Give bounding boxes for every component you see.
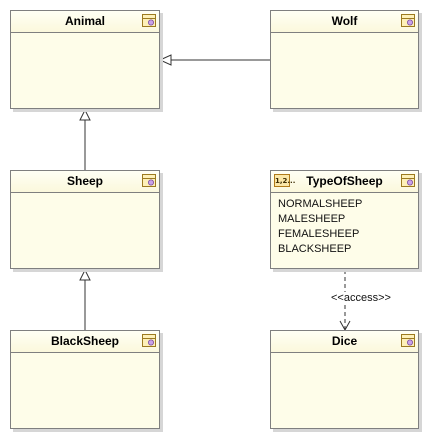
class-name: Wolf <box>331 14 358 28</box>
enumeration-name: TypeOfSheep <box>306 174 383 188</box>
class-icon <box>401 334 415 347</box>
class-icon <box>401 174 415 187</box>
class-name: Sheep <box>66 174 103 188</box>
generalization-arrowhead-animal <box>158 54 172 66</box>
enumeration-header: 1,2... TypeOfSheep <box>271 171 418 193</box>
enumeration-typeofsheep[interactable]: 1,2... TypeOfSheep NORMALSHEEP MALESHEEP… <box>270 170 419 269</box>
class-name: BlackSheep <box>50 334 120 348</box>
enum-literal: FEMALESHEEP <box>278 228 360 240</box>
class-blacksheep[interactable]: BlackSheep <box>10 330 160 429</box>
enumeration-literals: NORMALSHEEP MALESHEEP FEMALESHEEP BLACKS… <box>271 193 418 257</box>
class-dice-header: Dice <box>271 331 418 353</box>
class-wolf-header: Wolf <box>271 11 418 33</box>
enumeration-icon: 1,2... <box>274 174 295 187</box>
class-animal-header: Animal <box>11 11 159 33</box>
access-stereotype-label: <<access>> <box>330 292 392 304</box>
class-blacksheep-header: BlackSheep <box>11 331 159 353</box>
class-name: Dice <box>331 334 358 348</box>
class-icon <box>142 174 156 187</box>
class-icon <box>142 334 156 347</box>
class-animal[interactable]: Animal <box>10 10 160 109</box>
class-dice[interactable]: Dice <box>270 330 419 429</box>
enum-literal: NORMALSHEEP <box>278 198 363 210</box>
generalization-arrowhead-animal-2 <box>79 108 91 121</box>
enum-literal: MALESHEEP <box>278 213 346 225</box>
class-sheep[interactable]: Sheep <box>10 170 160 269</box>
class-name: Animal <box>64 14 105 28</box>
class-sheep-header: Sheep <box>11 171 159 193</box>
class-wolf[interactable]: Wolf <box>270 10 419 109</box>
generalization-arrowhead-sheep <box>79 268 91 281</box>
class-icon <box>142 14 156 27</box>
class-icon <box>401 14 415 27</box>
enum-literal: BLACKSHEEP <box>278 243 352 255</box>
